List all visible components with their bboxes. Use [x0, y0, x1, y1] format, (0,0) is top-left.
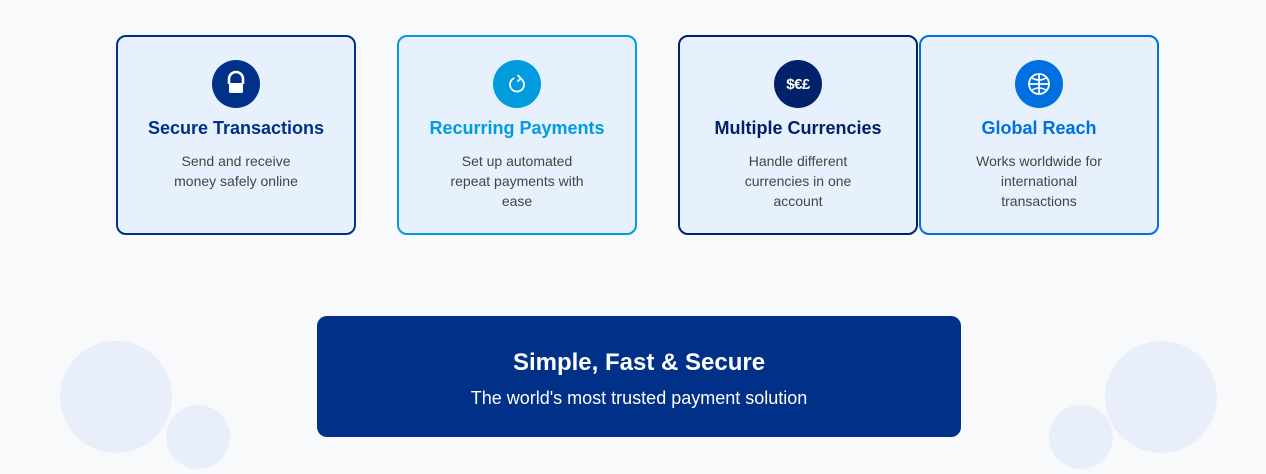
feature-title: Secure Transactions	[147, 118, 325, 138]
feature-title: Global Reach	[981, 118, 1097, 138]
globe-icon	[1015, 60, 1063, 108]
tagline-banner: Simple, Fast & Secure The world's most t…	[317, 316, 961, 437]
decorative-circle-right-small	[1049, 405, 1113, 469]
decorative-circle-left-small	[166, 405, 230, 469]
decorative-circle-left-large	[60, 341, 172, 453]
currency-icon: $€£	[774, 60, 822, 108]
feature-card-secure-transactions: Secure Transactions Send and receive mon…	[116, 35, 356, 235]
feature-card-recurring-payments: Recurring Payments Set up automated repe…	[397, 35, 637, 235]
feature-description: Set up automated repeat payments with ea…	[450, 153, 584, 209]
banner-title: Simple, Fast & Secure	[512, 349, 766, 376]
decorative-circle-right-large	[1105, 341, 1217, 453]
banner-subtitle: The world's most trusted payment solutio…	[470, 388, 808, 408]
lock-icon	[212, 60, 260, 108]
feature-card-multiple-currencies: $€£ Multiple Currencies Handle different…	[678, 35, 918, 235]
feature-title: Multiple Currencies	[714, 118, 882, 138]
feature-card-global-reach: Global Reach Works worldwide for interna…	[919, 35, 1159, 235]
recurring-icon	[493, 60, 541, 108]
currency-symbols: $€£	[786, 75, 810, 93]
feature-description: Send and receive money safely online	[174, 153, 298, 189]
feature-title: Recurring Payments	[429, 118, 605, 138]
feature-description: Works worldwide for international transa…	[976, 153, 1102, 209]
feature-description: Handle different currencies in one accou…	[744, 153, 852, 209]
